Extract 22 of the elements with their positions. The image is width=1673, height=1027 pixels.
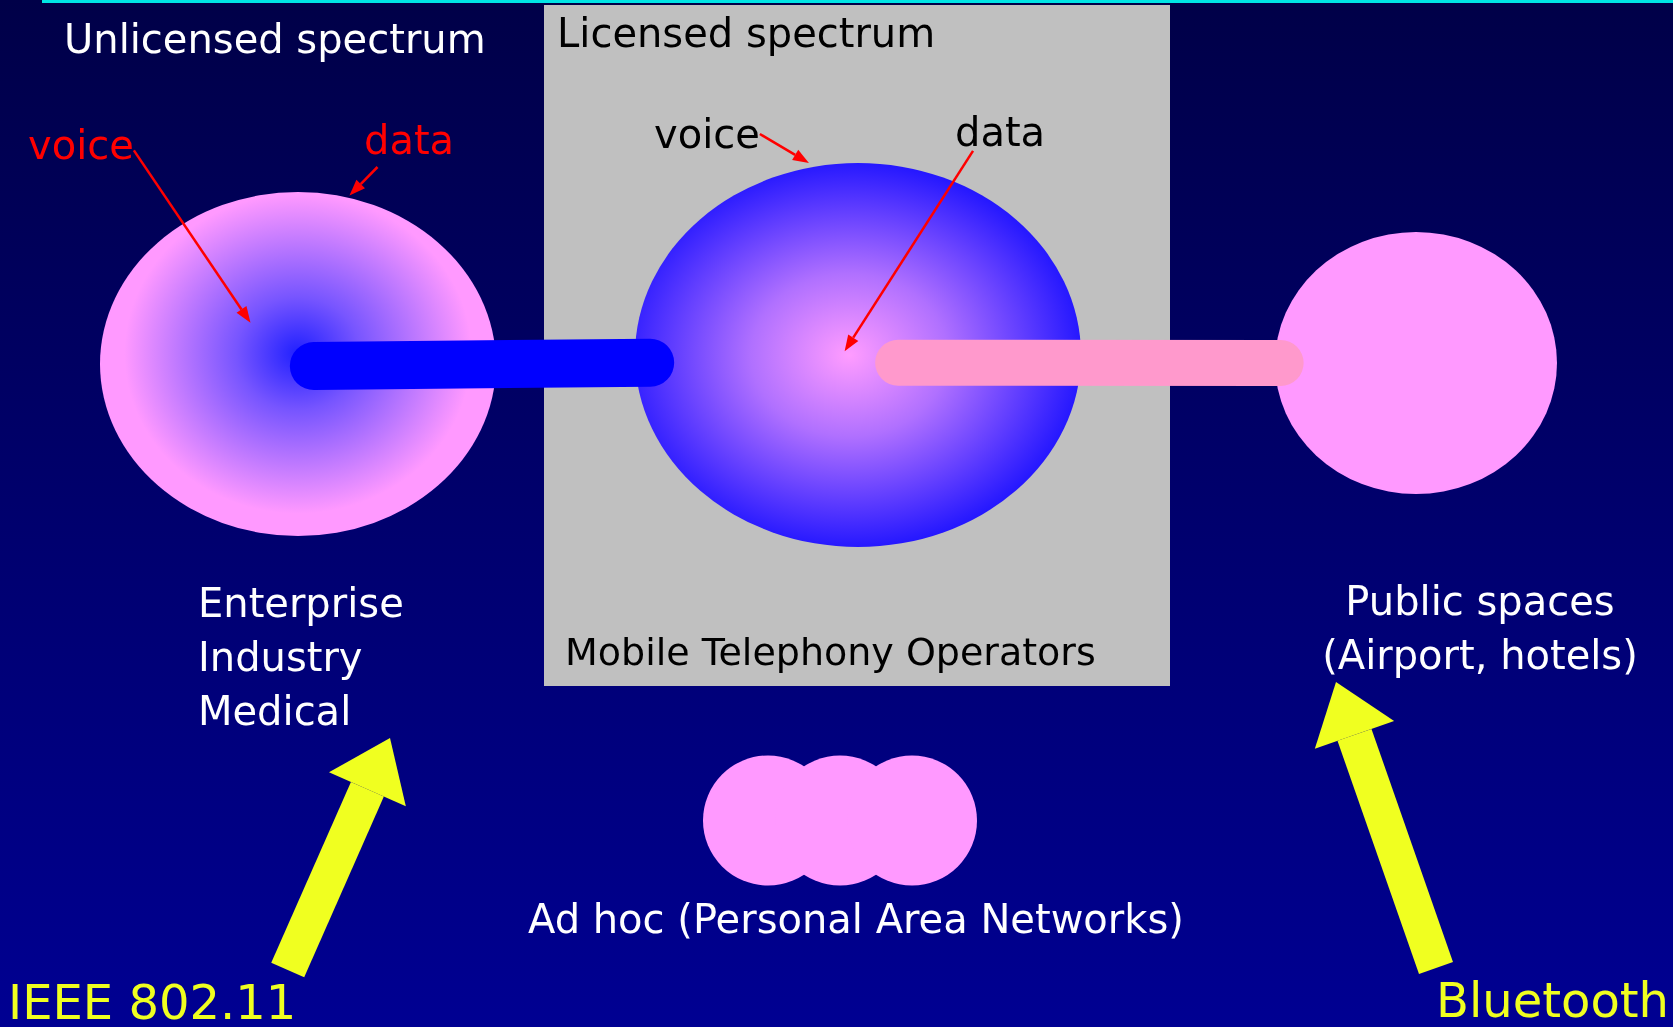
node-text: IEEE 802.11 (8, 970, 297, 1027)
arrow (349, 166, 379, 196)
spectrum-panel (544, 5, 1170, 686)
arrow (132, 149, 251, 323)
node-text: voice (28, 118, 134, 172)
panel-heading: Licensed spectrum (557, 9, 936, 58)
node-text: Public spaces (Airport, hotels) (1300, 574, 1660, 682)
cloud-shape (703, 755, 977, 886)
node-text: voice (654, 107, 760, 161)
node-text: Enterprise Industry Medical (198, 576, 438, 738)
wide-arrow (1314, 682, 1453, 974)
region-label: Unlicensed spectrum (64, 15, 486, 64)
panel-caption: Mobile Telephony Operators (565, 629, 1096, 676)
node-caption: Ad hoc (Personal Area Networks) (528, 895, 1184, 944)
wide-arrow (271, 738, 406, 978)
node-text: data (955, 105, 1046, 159)
node-text: Bluetooth (1436, 968, 1669, 1027)
link-band (875, 339, 1304, 386)
link-band (289, 338, 675, 391)
arrow (844, 150, 975, 352)
node-text: data (364, 113, 455, 167)
arrow (759, 132, 809, 163)
